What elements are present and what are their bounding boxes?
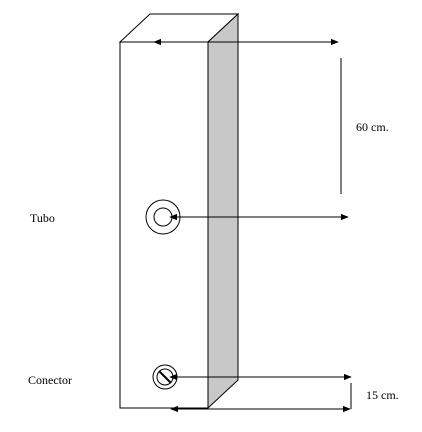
connector-label: Conector [28, 373, 72, 387]
dimension-15-label: 15 cm. [366, 388, 399, 402]
connector-slash [158, 370, 172, 384]
dimension-60-label: 60 cm. [356, 120, 389, 134]
box-side-face [207, 12, 239, 410]
box-front-face [119, 41, 209, 409]
tube-label: Tubo [30, 211, 55, 225]
